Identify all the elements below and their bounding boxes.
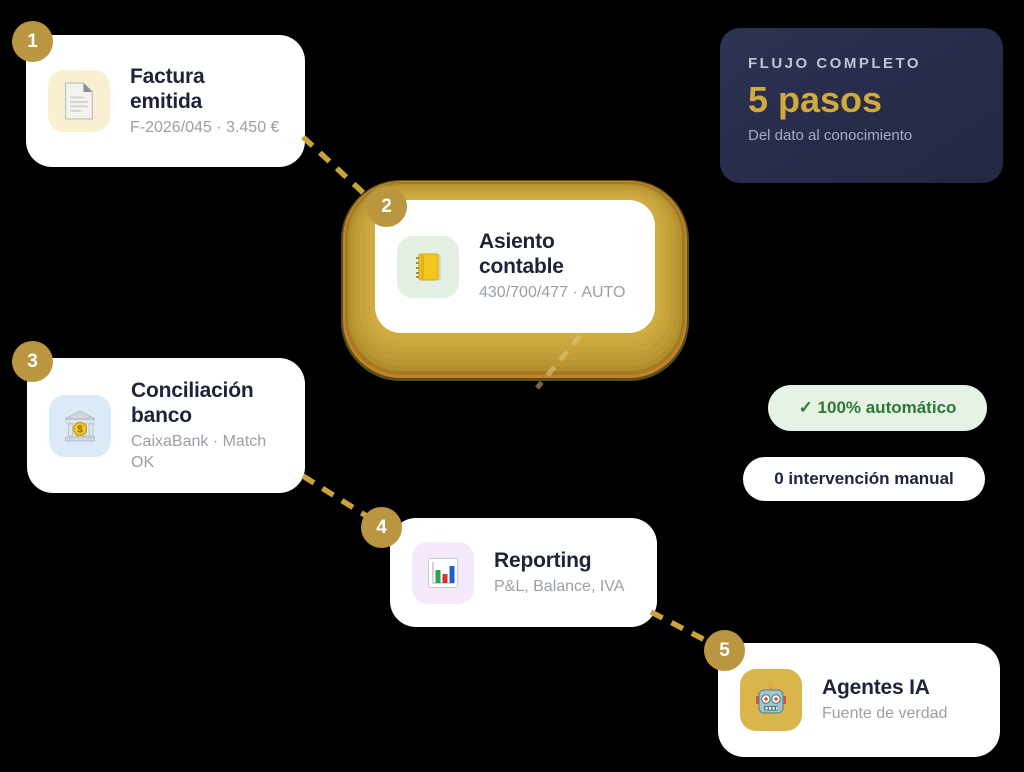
ledger-icon-tile bbox=[397, 235, 459, 298]
summary-tagline: Del dato al conocimiento bbox=[748, 127, 913, 144]
step-number-badge-4: 4 bbox=[361, 507, 402, 548]
step-card-factura: Factura emitida F-2026/045 · 3.450 € bbox=[26, 35, 305, 167]
step-number-badge-5: 5 bbox=[704, 630, 745, 671]
summary-headline: 5 pasos bbox=[748, 79, 883, 120]
step-card-asiento: Asiento contable 430/700/477 · AUTO bbox=[375, 200, 655, 333]
step-number-badge-1: 1 bbox=[12, 21, 53, 62]
connector-step1-step2 bbox=[301, 134, 372, 202]
robot-icon bbox=[756, 683, 786, 714]
step-subtitle: F-2026/045 · 3.450 € bbox=[130, 118, 280, 136]
manual-intervention-pill: 0 intervención manual bbox=[743, 457, 985, 501]
document-icon bbox=[65, 82, 93, 120]
automatic-status-pill: ✓ 100% automático bbox=[768, 385, 987, 431]
step-title: Factura emitida bbox=[130, 64, 205, 113]
robot-icon-tile bbox=[740, 669, 802, 731]
document-icon-tile bbox=[48, 70, 110, 132]
connector-step3-step4 bbox=[301, 473, 370, 520]
step-title: Asiento contable bbox=[479, 230, 564, 279]
ledger-icon bbox=[416, 253, 441, 280]
flow-summary-card: FLUJO COMPLETO 5 pasos Del dato al conoc… bbox=[720, 28, 1003, 183]
step-title: Agentes IA bbox=[822, 676, 930, 700]
step-subtitle: P&L, Balance, IVA bbox=[494, 577, 625, 595]
step-subtitle: 430/700/477 · AUTO bbox=[479, 284, 626, 302]
bank-icon-tile: $ bbox=[49, 394, 111, 457]
step-title: Reporting bbox=[494, 548, 592, 572]
step-subtitle: Fuente de verdad bbox=[822, 705, 948, 723]
step-card-conciliacion: $ Conciliación banco CaixaBank · Match O… bbox=[27, 358, 305, 493]
bar-chart-icon bbox=[428, 557, 458, 588]
summary-eyebrow: FLUJO COMPLETO bbox=[748, 55, 922, 72]
bank-icon: $ bbox=[64, 410, 96, 441]
svg-text:$: $ bbox=[77, 424, 83, 435]
step-number-badge-2: 2 bbox=[366, 186, 407, 227]
step-title: Conciliación banco bbox=[131, 378, 254, 428]
step-subtitle: CaixaBank · Match OK bbox=[131, 433, 267, 471]
bar-chart-icon-tile bbox=[412, 541, 474, 604]
step-card-agentes: Agentes IA Fuente de verdad bbox=[718, 643, 1000, 757]
connector-step4-step5 bbox=[649, 609, 709, 644]
connector-step2-step3 bbox=[535, 334, 582, 390]
step-number-badge-3: 3 bbox=[12, 341, 53, 382]
step-card-reporting: Reporting P&L, Balance, IVA bbox=[390, 518, 657, 627]
